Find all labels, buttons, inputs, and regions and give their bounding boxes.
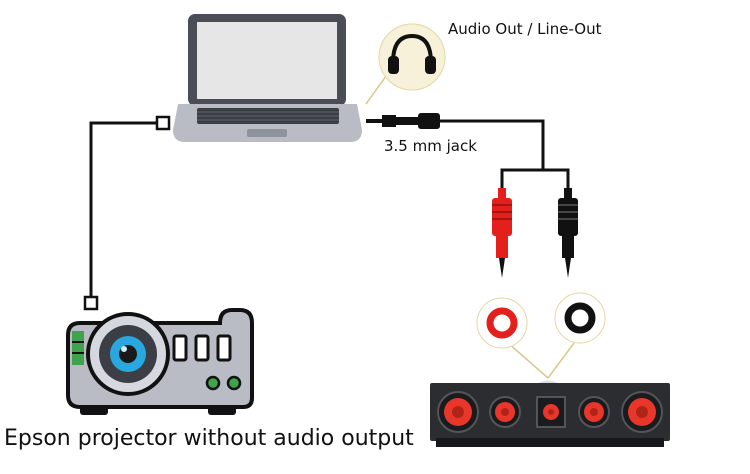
projector-icon [66, 308, 254, 415]
diagram-caption: Epson projector without audio output [4, 426, 414, 451]
laptop-icon [173, 14, 362, 142]
black-rca-plug [558, 188, 578, 278]
hdmi-cable [83, 115, 171, 311]
black-rca-jack-icon [564, 302, 596, 334]
rca-input-callouts [476, 292, 606, 379]
jack-label: 3.5 mm jack [384, 137, 477, 155]
audio-cable [440, 119, 570, 188]
headphones-icon [388, 33, 436, 74]
red-rca-jack-icon [486, 307, 518, 339]
jack-plug-icon [366, 113, 440, 129]
audio-out-label: Audio Out / Line-Out [448, 20, 602, 38]
red-rca-plug [492, 188, 512, 278]
soundbar-icon [430, 380, 670, 447]
